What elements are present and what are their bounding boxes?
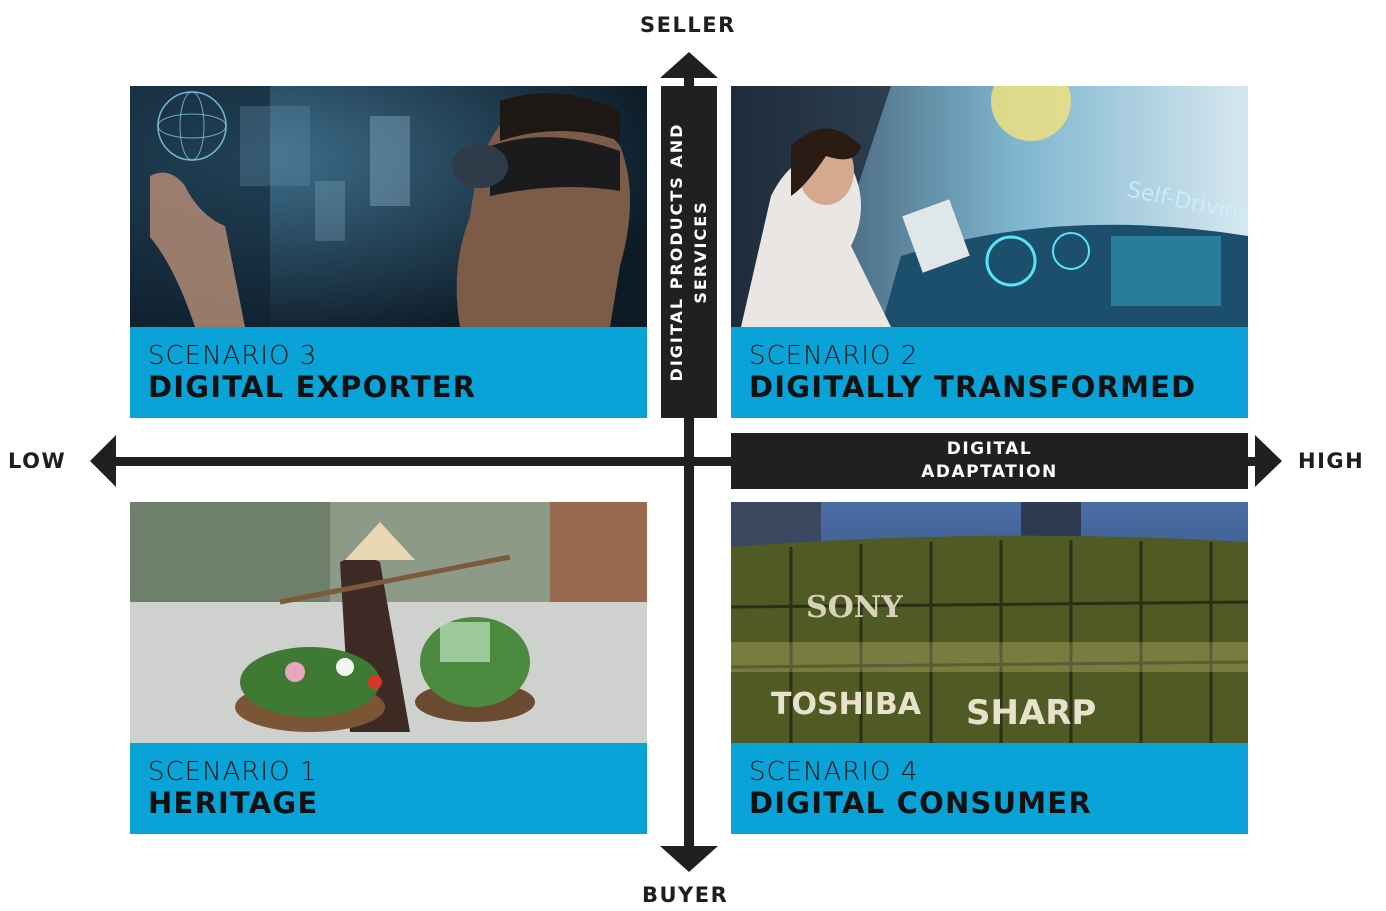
sony-sign-text: SONY — [806, 590, 903, 625]
self-driving-car-photo: Self-Driving — [731, 86, 1248, 327]
horizontal-axis-title-line1: DIGITAL — [946, 439, 1033, 459]
scenario-3-number: SCENARIO 3 — [148, 341, 318, 371]
quadrant-scenario-2: Self-Driving SCENARIO 2 DIGITALLY TRANSF… — [731, 86, 1248, 418]
arrow-right-icon — [1255, 435, 1282, 487]
scenario-4-title: DIGITAL CONSUMER — [749, 786, 1092, 820]
toshiba-sign-text: TOSHIBA — [771, 687, 922, 722]
scenario-2-number: SCENARIO 2 — [749, 341, 919, 371]
axis-label-buyer: BUYER — [642, 883, 729, 907]
electronics-signs-photo: SONY TOSHIBA SHARP — [731, 502, 1248, 743]
street-vendor-photo — [130, 502, 647, 743]
quadrant-scenario-4: SONY TOSHIBA SHARP SCENARIO 4 DIGITAL CO… — [731, 502, 1248, 834]
sharp-sign-text: SHARP — [966, 693, 1096, 733]
scenario-2-caption: SCENARIO 2 DIGITALLY TRANSFORMED — [731, 327, 1248, 418]
vertical-axis-title: DIGITAL PRODUCTS AND SERVICES — [667, 122, 710, 382]
vr-headset-photo — [130, 86, 647, 327]
quadrant-scenario-1: SCENARIO 1 HERITAGE — [130, 502, 647, 834]
scenario-1-number: SCENARIO 1 — [148, 757, 318, 787]
scenario-1-title: HERITAGE — [148, 786, 319, 820]
quadrant-scenario-3: SCENARIO 3 DIGITAL EXPORTER — [130, 86, 647, 418]
axis-label-low: LOW — [8, 449, 67, 473]
horizontal-axis-title-line2: ADAPTATION — [921, 462, 1058, 482]
scenario-3-caption: SCENARIO 3 DIGITAL EXPORTER — [130, 327, 647, 418]
axis-label-seller: SELLER — [640, 13, 736, 37]
scenario-2-title: DIGITALLY TRANSFORMED — [749, 370, 1197, 404]
scenario-1-caption: SCENARIO 1 HERITAGE — [130, 743, 647, 834]
arrow-down-icon — [660, 846, 718, 872]
arrow-left-icon — [90, 435, 116, 487]
scenario-3-title: DIGITAL EXPORTER — [148, 370, 477, 404]
arrow-up-icon — [660, 52, 718, 78]
scenario-4-caption: SCENARIO 4 DIGITAL CONSUMER — [731, 743, 1248, 834]
vertical-axis-bar: DIGITAL PRODUCTS AND SERVICES — [661, 86, 717, 418]
axis-label-high: HIGH — [1298, 449, 1365, 473]
horizontal-axis-bar: DIGITAL ADAPTATION — [731, 433, 1248, 489]
scenario-4-number: SCENARIO 4 — [749, 757, 919, 787]
